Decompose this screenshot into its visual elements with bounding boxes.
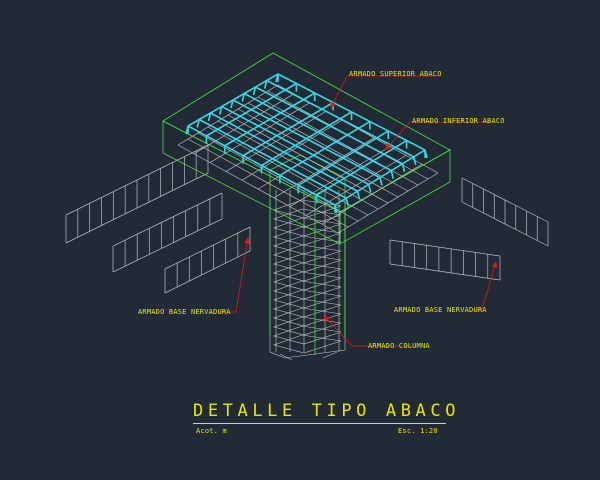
top-rebar-hook: [367, 184, 372, 193]
rib-rebar-cages: [65, 144, 549, 294]
top-rebar-hook: [345, 197, 350, 207]
top-rebar-hook: [241, 93, 246, 102]
column-stirrup: [272, 289, 342, 309]
top-rebar-bar: [224, 92, 316, 147]
column-stirrup: [272, 208, 342, 228]
column-stirrup: [272, 325, 342, 345]
label-bottom-slab-rebar: ARMADO INFERIOR ABACO: [412, 117, 505, 125]
top-rebar-bar: [261, 111, 352, 167]
top-rebar-bar: [205, 82, 297, 137]
column-rebar-cage: [269, 190, 346, 361]
rib-right-lower-bottom-chord: [389, 263, 501, 281]
leader-top-slab-rebar: [330, 75, 440, 109]
rib-left-base-top-chord: [164, 226, 251, 270]
drawing-title: DETALLE TIPO ABACO: [193, 401, 461, 421]
scale-note: Esc. 1:20: [398, 427, 438, 435]
column-foot: [322, 351, 338, 359]
bottom-rebar-bar: [273, 137, 375, 199]
top-rebar-bar: [316, 139, 408, 196]
column-stirrup: [272, 280, 342, 300]
leader-bottom-slab-rebar-arrowhead: [384, 144, 391, 151]
column-stirrup: [272, 226, 342, 246]
column-stirrup: [272, 217, 342, 237]
bottom-rebar-bar: [321, 163, 423, 225]
top-rebar-hook: [412, 156, 417, 166]
column-stirrup: [272, 244, 342, 264]
bottom-rebar-bar: [337, 172, 439, 234]
leader-column-rebar-arrowhead: [323, 315, 330, 322]
top-rebar-hook: [218, 106, 223, 115]
top-rebar-bar: [187, 73, 279, 127]
bottom-rebar-bar: [305, 155, 407, 216]
rib-left-lower-top-chord: [112, 192, 223, 247]
top-rebar-hook: [230, 99, 234, 109]
leader-bottom-slab-rebar: [384, 121, 490, 151]
label-rib-base-rebar-right: ARMADO BASE NERVADURA: [394, 306, 487, 314]
units-note: Acot. m: [196, 427, 227, 435]
bottom-rebar-bar: [289, 146, 391, 207]
label-top-slab-rebar: ARMADO SUPERIOR ABACO: [349, 70, 442, 78]
column-foot: [279, 353, 293, 361]
top-rebar-bar: [297, 130, 389, 186]
top-rebar-hook: [401, 163, 406, 172]
top-slab-rebar-mesh: [185, 73, 428, 214]
column-stirrup: [272, 271, 342, 291]
leader-column-rebar: [323, 315, 418, 347]
top-rebar-hook: [356, 191, 361, 200]
top-rebar-hook: [390, 170, 395, 179]
label-leader-lines: [218, 75, 498, 347]
top-rebar-bar: [279, 120, 371, 177]
label-column-rebar: ARMADO COLUMNA: [368, 342, 430, 350]
rib-left-base-bottom-chord: [164, 250, 251, 294]
title-underline: [193, 423, 446, 424]
top-rebar-hook: [207, 112, 212, 122]
leader-rib-base-left-arrowhead: [244, 237, 250, 244]
bottom-rebar-bar: [241, 119, 343, 181]
label-rib-base-rebar-left: ARMADO BASE NERVADURA: [138, 308, 231, 316]
top-rebar-bar: [334, 149, 426, 206]
top-rebar-hook: [379, 177, 383, 186]
top-rebar-hook: [196, 119, 201, 128]
column-stirrup: [272, 262, 342, 282]
top-rebar-hook: [263, 80, 268, 89]
bottom-rebar-bar: [177, 84, 279, 146]
leader-rib-base-left: [218, 237, 249, 313]
leader-rib-base-right: [475, 261, 497, 311]
top-rebar-hook: [252, 86, 257, 96]
column-stirrup: [272, 298, 342, 318]
rib-right-lower-top-chord: [389, 239, 501, 257]
leader-rib-base-right-arrowhead: [491, 261, 498, 268]
column-stirrup: [272, 253, 342, 273]
column-stirrup: [272, 316, 342, 336]
bottom-rebar-bar: [193, 93, 295, 155]
top-rebar-bar: [242, 101, 334, 157]
bottom-rebar-bar: [209, 102, 311, 163]
column-stirrup: [272, 334, 342, 354]
leader-top-slab-rebar-arrowhead: [330, 101, 336, 109]
column-stirrup: [272, 199, 342, 219]
rib-left-lower-bottom-chord: [112, 218, 223, 273]
column-stirrup: [272, 235, 342, 255]
column-stirrup: [272, 307, 342, 327]
